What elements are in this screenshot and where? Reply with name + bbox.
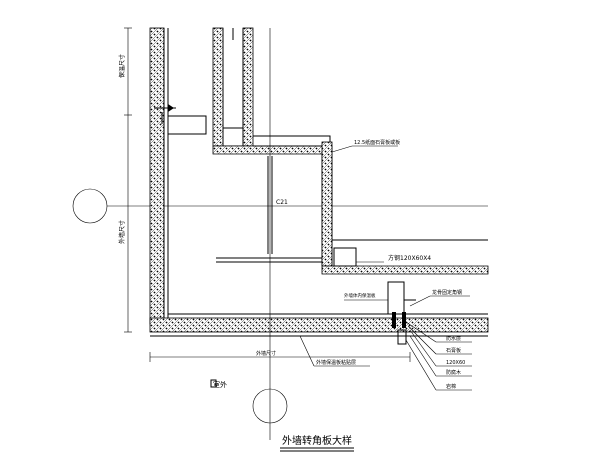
dim-mid-left-vertical: 外墙尺寸: [118, 220, 126, 244]
axis-bubble-left: [72, 188, 488, 224]
note-left-small: 外墙体内保温板: [344, 292, 376, 299]
callout-1: 防水层: [446, 335, 461, 342]
stepped-partition: [212, 135, 489, 275]
dim-top-left-vertical: 保温尺寸: [118, 54, 126, 78]
left-outer-wall: [149, 27, 169, 325]
note-right-mid: 龙骨固定角钢: [432, 289, 462, 296]
callout-5: 岩棉: [446, 383, 456, 390]
outside-mark-box: [210, 379, 217, 388]
inner-column: [212, 27, 254, 147]
callout-2: 石膏板: [446, 347, 461, 354]
callout-leaders: [405, 321, 472, 391]
note-steel-angle: 方钢120X60X4: [388, 254, 431, 262]
dim-bottom: 外墙尺寸: [256, 350, 276, 357]
leader-bottom: [299, 335, 370, 367]
bottom-wall: [149, 313, 489, 337]
center-stud: [216, 28, 322, 440]
left-wall-bracket: [154, 104, 207, 135]
callout-4: 防腐木: [446, 369, 461, 376]
left-dimension-line: [124, 27, 132, 333]
note-bottom-leader: 外墙保温板粘贴层: [316, 359, 356, 366]
note-right-top: 12.5纸面石膏板或板: [354, 139, 400, 146]
corner-joint-detail: [387, 281, 416, 345]
dim-center: C21: [276, 199, 288, 206]
outside-mark: 室外: [213, 380, 227, 389]
axis-bubble-bottom: [252, 388, 288, 424]
drawing-title: 外墙转角板大样: [282, 434, 352, 447]
callout-3: 120X60: [446, 360, 465, 366]
leader-right-top: [331, 145, 398, 153]
leader-right-mid: [409, 295, 470, 307]
bottom-dimension-line: [149, 352, 411, 362]
